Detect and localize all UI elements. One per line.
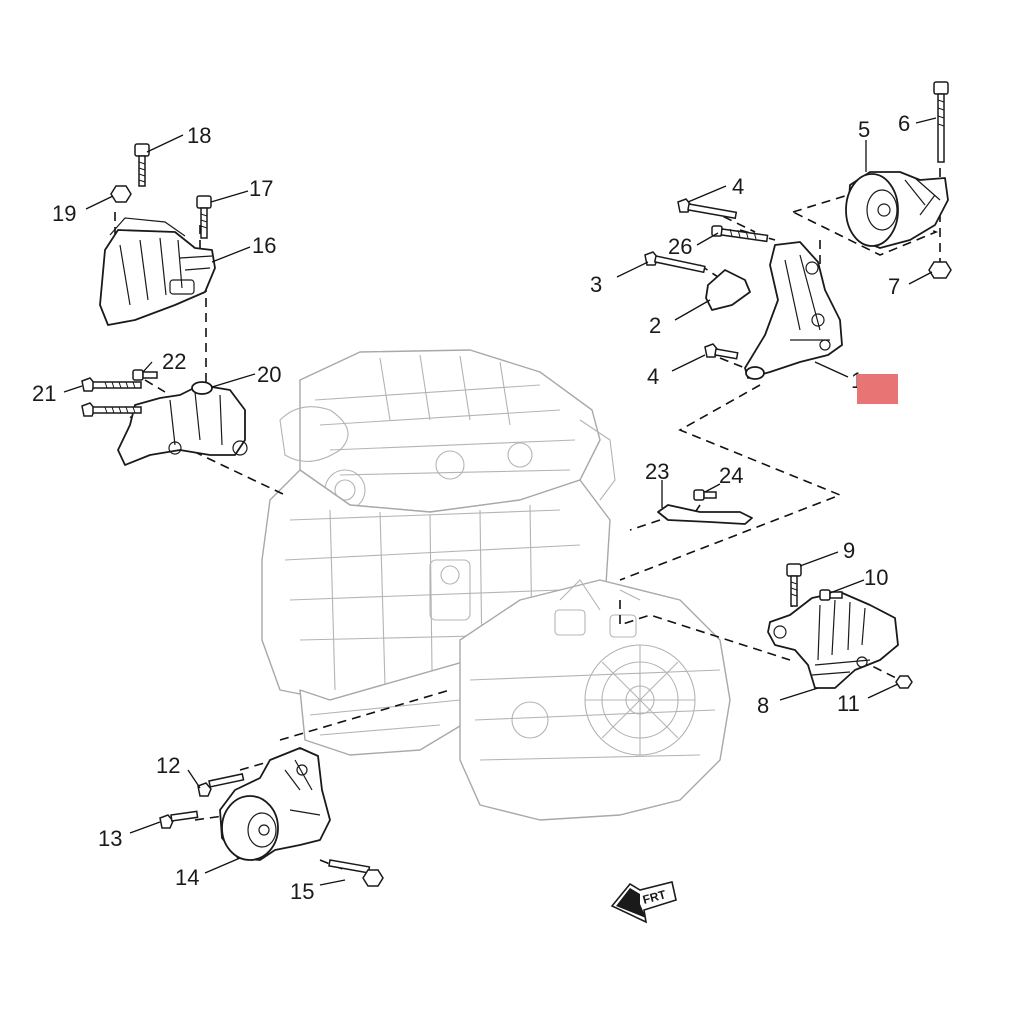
frt-label: FRT (641, 887, 668, 907)
bolt-24 (693, 489, 717, 501)
bolt-21-lower (81, 402, 142, 417)
bracket-20 (117, 381, 248, 466)
callout-17: 17 (249, 176, 273, 201)
bolt-10 (819, 589, 843, 601)
callout-8: 8 (757, 693, 769, 718)
callout-7: 7 (888, 274, 900, 299)
callout-3: 3 (590, 272, 602, 297)
callout-14: 14 (175, 865, 199, 890)
callout-21: 21 (32, 381, 56, 406)
bolt-3 (644, 251, 706, 274)
callout-2: 2 (649, 313, 661, 338)
callout-6: 6 (898, 111, 910, 136)
heat-shield-2 (705, 269, 751, 311)
callout-5: 5 (858, 117, 870, 142)
mount-8 (767, 591, 899, 689)
nut-7 (928, 261, 952, 279)
callout-15: 15 (290, 879, 314, 904)
bolt-21-upper (81, 377, 142, 392)
front-direction-indicator: FRT (610, 881, 677, 924)
nut-11 (895, 675, 913, 689)
callout-9: 9 (843, 538, 855, 563)
callout-4-upper: 4 (732, 174, 744, 199)
callout-13: 13 (98, 826, 122, 851)
mount-5 (845, 171, 949, 249)
bolt-6 (933, 81, 949, 163)
nut-19 (110, 185, 132, 203)
bolt-18 (134, 143, 150, 187)
leader-lines (63, 117, 937, 886)
callout-10: 10 (864, 565, 888, 590)
bolt-17 (196, 195, 212, 239)
callout-20: 20 (257, 362, 281, 387)
bolt-9 (786, 563, 802, 607)
highlight-marker (857, 374, 898, 404)
callout-12: 12 (156, 753, 180, 778)
callout-4-lower: 4 (647, 364, 659, 389)
bracket-1 (744, 241, 843, 380)
strap-23 (657, 504, 753, 525)
callout-19: 19 (52, 201, 76, 226)
bolt-22 (132, 369, 158, 381)
bolt-15 (328, 859, 384, 887)
bolt-4-lower (704, 343, 739, 360)
callout-23: 23 (645, 459, 669, 484)
callout-11: 11 (837, 691, 860, 716)
callout-labels: 18 17 19 16 22 20 21 4 26 3 2 4 1 5 6 7 … (32, 111, 910, 904)
callout-16: 16 (252, 233, 276, 258)
bolt-12 (197, 773, 245, 797)
bolt-4-upper (677, 198, 738, 220)
callout-24: 24 (719, 463, 743, 488)
bolt-26 (711, 225, 769, 243)
mount-14 (219, 747, 331, 861)
callout-22: 22 (162, 349, 186, 374)
engine-transaxle-assembly (261, 349, 731, 821)
bolt-13 (159, 810, 199, 829)
callout-26: 26 (668, 234, 692, 259)
callout-18: 18 (187, 123, 211, 148)
mount-16 (99, 217, 216, 326)
